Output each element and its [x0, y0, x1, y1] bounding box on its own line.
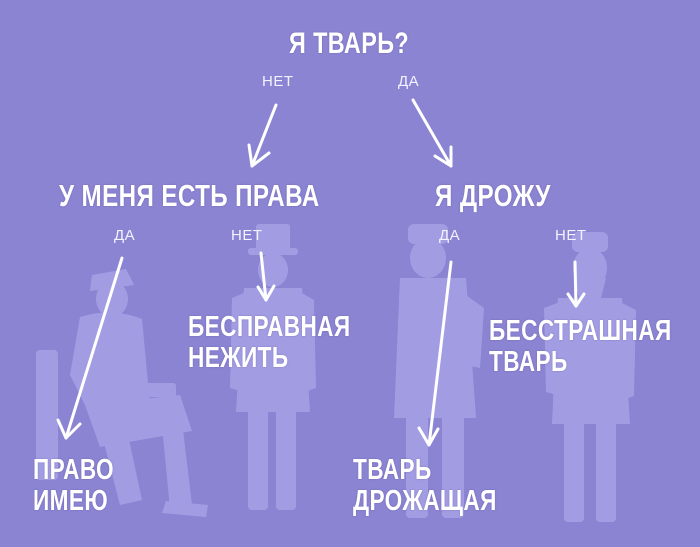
- root-branch-no-label: НЕТ: [262, 73, 294, 90]
- rights-branch-no-label: НЕТ: [231, 227, 263, 244]
- tremble-branch-yes-label: ДА: [439, 227, 461, 244]
- root-question: Я ТВАРЬ?: [289, 27, 410, 60]
- arrow-tremble-no: [566, 260, 586, 308]
- rights-branch-yes-label: ДА: [114, 227, 136, 244]
- bearded-man-figure: [540, 228, 640, 528]
- leaf-line: ТВАРЬ: [489, 346, 568, 378]
- seated-man-figure: [30, 255, 220, 525]
- leaf-line: ПРАВО: [33, 454, 115, 486]
- arrow-root-yes: [411, 98, 453, 168]
- leaf-rightless-undead: БЕСПРАВНАЯ НЕЖИТЬ: [188, 312, 351, 374]
- leaf-trembling-creature: ТВАРЬ ДРОЖАЩАЯ: [353, 455, 497, 517]
- arrow-root-no: [247, 103, 278, 168]
- arrow-tremble-yes: [417, 260, 453, 447]
- leaf-line: НЕЖИТЬ: [188, 342, 289, 374]
- rights-question: У МЕНЯ ЕСТЬ ПРАВА: [59, 178, 320, 213]
- leaf-line: БЕССТРАШНАЯ: [489, 315, 672, 347]
- leaf-line: БЕСПРАВНАЯ: [188, 311, 351, 343]
- leaf-line: ИМЕЮ: [33, 485, 109, 517]
- arrow-rights-yes: [56, 256, 124, 440]
- arrow-rights-no: [256, 251, 276, 302]
- leaf-fearless-creature: БЕССТРАШНАЯ ТВАРЬ: [489, 316, 672, 378]
- leaf-line: ТВАРЬ: [353, 454, 432, 486]
- tremble-branch-no-label: НЕТ: [555, 227, 587, 244]
- leaf-right-to-act: ПРАВО ИМЕЮ: [33, 455, 114, 517]
- leaf-line: ДРОЖАЩАЯ: [353, 485, 497, 517]
- tremble-question: Я ДРОЖУ: [435, 178, 551, 213]
- thinking-man-figure: [386, 218, 496, 528]
- standing-man-tophat-figure: [222, 222, 322, 522]
- root-branch-yes-label: ДА: [398, 73, 420, 90]
